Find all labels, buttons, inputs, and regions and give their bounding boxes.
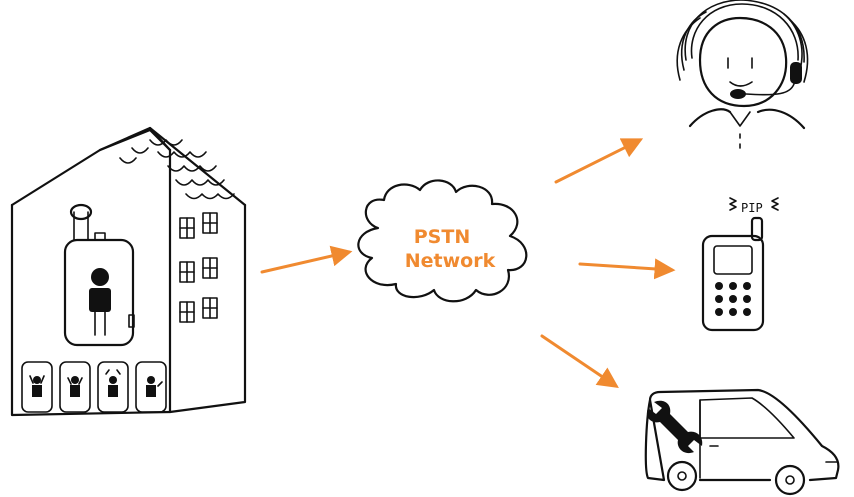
roof-tiles: [119, 139, 235, 200]
building-icon: [10, 126, 247, 417]
van-icon: [644, 388, 840, 496]
network-label-line2: Network: [405, 250, 496, 272]
arrow-building-to-network: [260, 245, 353, 274]
building-windows: [179, 212, 218, 323]
arrow-network-to-operator: [554, 138, 644, 184]
elevator-cabin: [63, 232, 135, 347]
elevator-panels: [21, 361, 167, 413]
network-label-line1: PSTN: [414, 226, 470, 248]
pulley-icon: [69, 203, 93, 221]
phone-keypad: [715, 282, 751, 316]
operator-icon: [676, 0, 809, 149]
phone-ring-text: PIP: [741, 201, 763, 215]
arrow-network-to-van: [540, 334, 619, 388]
arrow-network-to-phone: [578, 258, 676, 280]
wrench-icon: [646, 400, 703, 454]
cloud-icon: PSTN Network: [357, 179, 528, 303]
phone-icon: PIP: [701, 197, 779, 332]
